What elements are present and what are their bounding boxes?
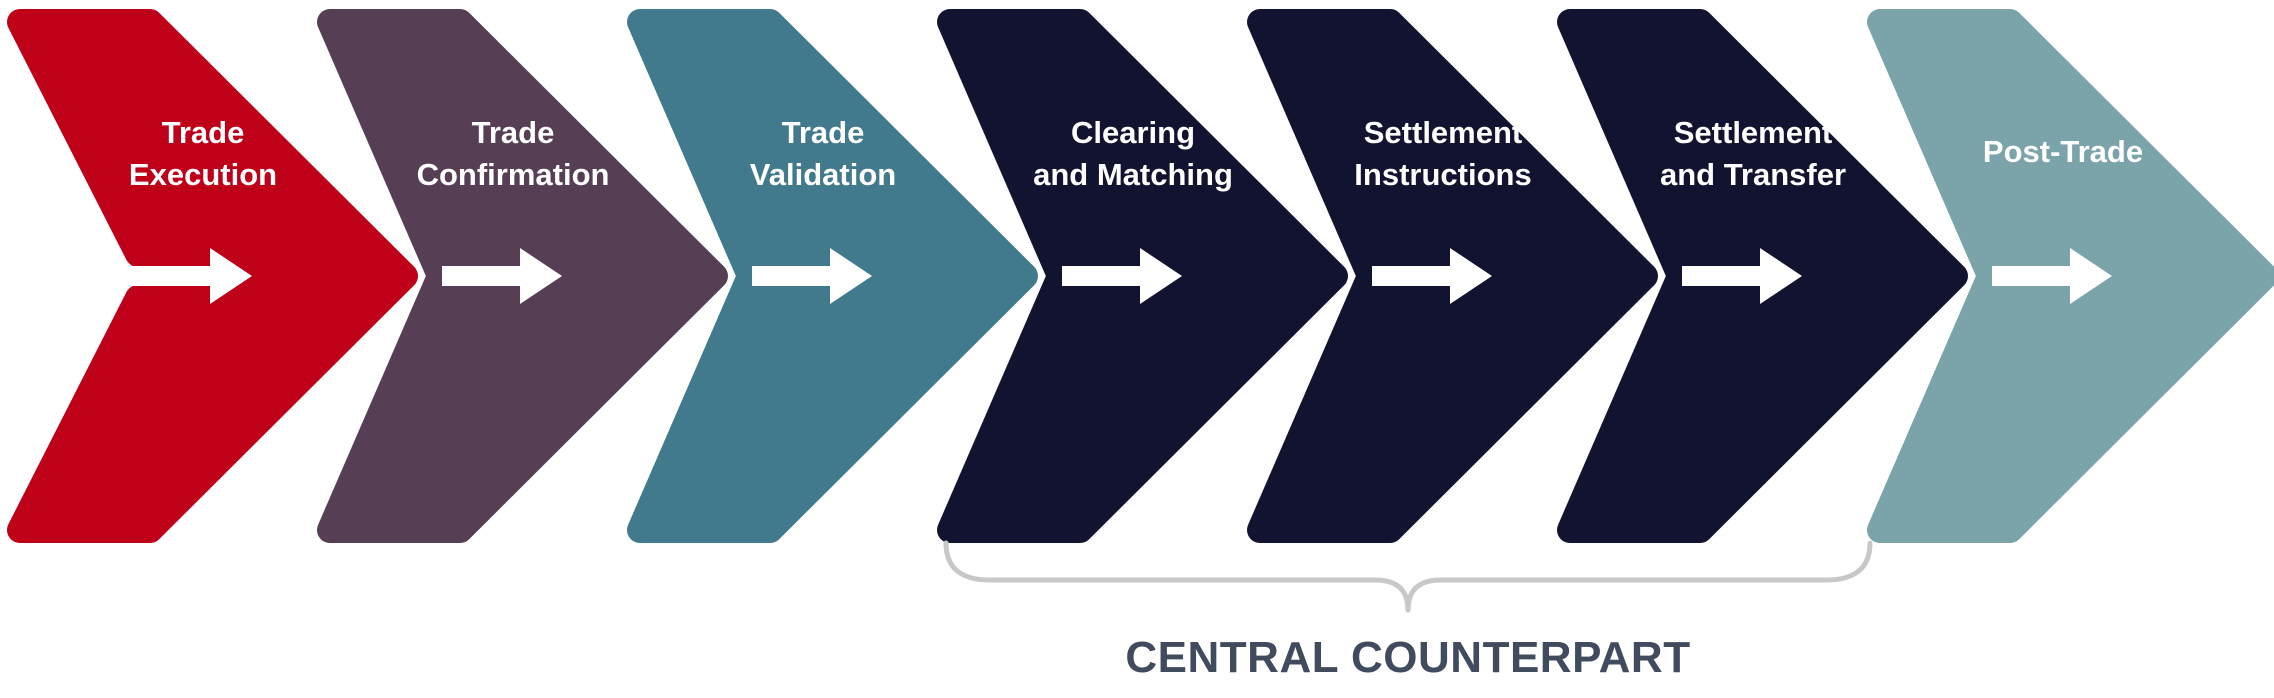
central-counterpart-group: CENTRAL COUNTERPART — [943, 540, 1873, 682]
step-6: Settlement and Transfer — [1557, 9, 1968, 543]
right-arrow-icon — [1062, 248, 1182, 304]
right-arrow-icon — [1682, 248, 1802, 304]
step-label-line: Post-Trade — [1983, 134, 2143, 169]
central-counterpart-bracket — [943, 540, 1873, 613]
right-arrow-icon — [442, 248, 562, 304]
step-label-line: Trade — [162, 115, 245, 150]
step-label: Clearing and Matching — [1033, 115, 1233, 192]
right-arrow-icon — [1372, 248, 1492, 304]
step-label-line: and Transfer — [1660, 157, 1846, 192]
right-arrow-icon — [1992, 248, 2112, 304]
step-label-line: Execution — [129, 157, 277, 192]
step-label: Post-Trade — [1983, 134, 2143, 169]
central-counterpart-label: CENTRAL COUNTERPART — [1125, 633, 1690, 682]
right-arrow-icon — [752, 248, 872, 304]
step-label-line: Instructions — [1354, 157, 1531, 192]
step-label-line: Validation — [750, 157, 896, 192]
step-7: Post-Trade — [1867, 9, 2274, 543]
step-label-line: Trade — [782, 115, 865, 150]
step-label-line: and Matching — [1033, 157, 1233, 192]
step-label-line: Settlement — [1364, 115, 1522, 150]
step-label-line: Trade — [472, 115, 555, 150]
right-arrow-icon — [132, 248, 252, 304]
step-label-line: Settlement — [1674, 115, 1832, 150]
step-4: Clearing and Matching — [937, 9, 1348, 543]
step-label-line: Clearing — [1071, 115, 1195, 150]
step-label-line: Confirmation — [417, 157, 610, 192]
step-label: Settlement and Transfer — [1660, 115, 1846, 192]
